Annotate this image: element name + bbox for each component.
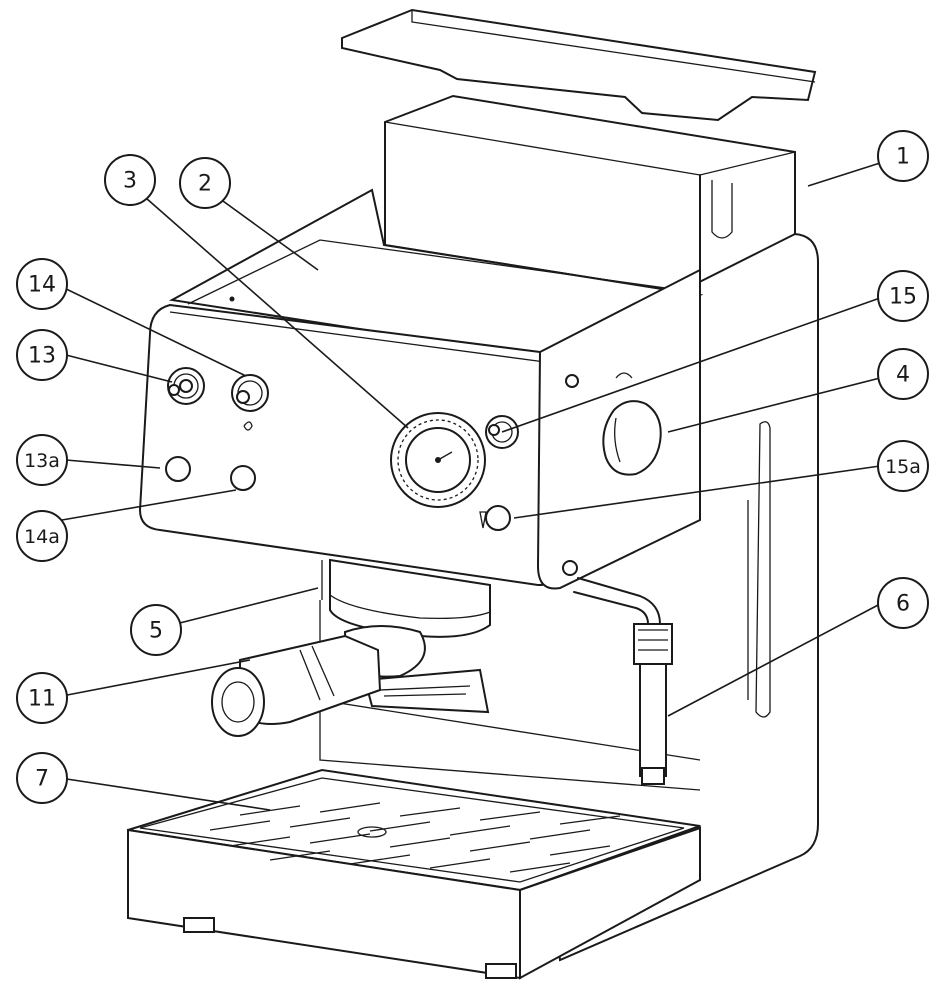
knob-14	[231, 374, 269, 431]
callout-label-6: 6	[896, 592, 910, 617]
callout-label-13: 13	[28, 344, 56, 369]
callout-1: 1	[877, 130, 929, 182]
callout-label-15a: 15a	[885, 456, 921, 478]
callout-2: 2	[179, 157, 231, 209]
lid	[341, 8, 817, 122]
leader-lines	[59, 162, 881, 811]
callout-label-11: 11	[28, 687, 56, 712]
callout-label-1: 1	[896, 145, 910, 170]
drip-tray	[127, 768, 701, 980]
callout-15a: 15a	[877, 440, 929, 492]
callout-14: 14	[16, 258, 68, 310]
callout-label-14a: 14a	[24, 526, 60, 548]
steam-knob	[602, 372, 662, 476]
thermometer-icon	[479, 511, 487, 529]
callout-label-13a: 13a	[24, 450, 60, 472]
steam-wand	[573, 577, 673, 785]
callout-label-2: 2	[198, 172, 212, 197]
lamp-13a	[165, 456, 191, 482]
callout-4: 4	[877, 348, 929, 400]
lamp-15a	[485, 505, 511, 531]
callout-6: 6	[877, 577, 929, 629]
pressure-gauge	[390, 412, 486, 508]
callout-label-4: 4	[896, 363, 910, 388]
callout-label-15: 15	[889, 285, 917, 310]
callout-label-7: 7	[35, 767, 49, 792]
callout-7: 7	[16, 752, 68, 804]
callout-3: 3	[104, 154, 156, 206]
callout-5: 5	[130, 604, 182, 656]
callout-13: 13	[16, 329, 68, 381]
drip-tray-slots	[209, 802, 621, 873]
portafilter	[211, 625, 426, 737]
knob-13	[167, 367, 205, 405]
callout-label-14: 14	[28, 273, 56, 298]
lamp-14a	[230, 465, 256, 491]
callout-label-3: 3	[123, 169, 137, 194]
callout-13a: 13a	[16, 434, 68, 486]
callout-label-5: 5	[149, 619, 163, 644]
callout-11: 11	[16, 672, 68, 724]
callout-15: 15	[877, 270, 929, 322]
callout-14a: 14a	[16, 510, 68, 562]
